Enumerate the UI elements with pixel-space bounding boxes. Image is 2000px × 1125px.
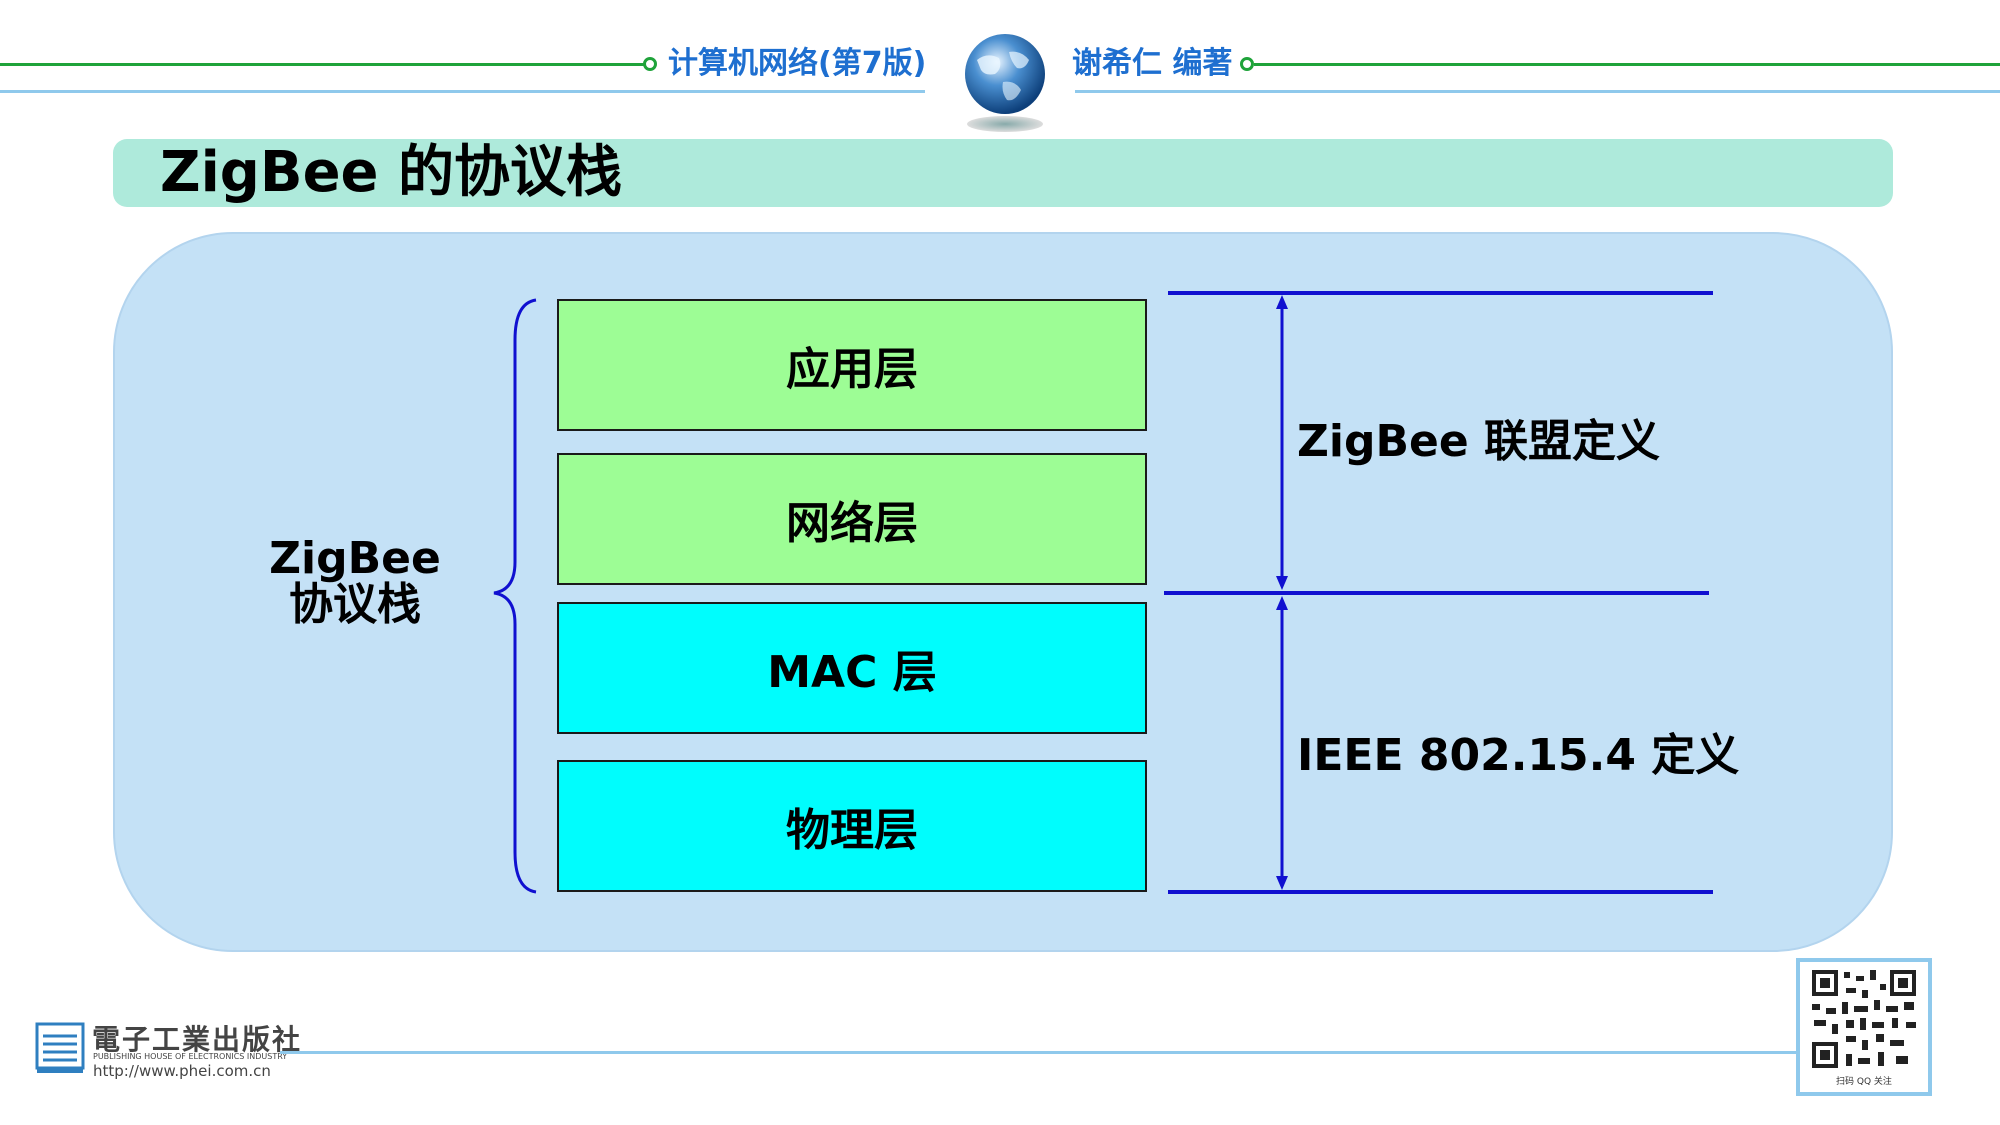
header-ring-left	[643, 57, 657, 71]
header-rule-blue-left	[0, 90, 925, 93]
upper-span-arrow-top	[1276, 295, 1288, 309]
header-rule-green-right	[1254, 63, 2000, 66]
layer-application: 应用层	[557, 299, 1147, 431]
stack-label: ZigBee 协议栈	[240, 536, 470, 628]
title-bar	[113, 139, 1893, 207]
slide-title: ZigBee 的协议栈	[160, 140, 623, 205]
layer-physical: 物理层	[557, 760, 1147, 892]
book-title: 计算机网络(第7版)	[668, 46, 927, 81]
qr-caption: 扫码 QQ 关注	[1836, 1077, 1892, 1087]
stack-brace	[493, 298, 537, 894]
qr-code-icon	[1812, 970, 1916, 1068]
header-rule-green-left	[0, 63, 645, 66]
globe-logo-icon	[955, 30, 1055, 135]
upper-span-arrow-bottom	[1276, 576, 1288, 590]
layer-network: 网络层	[557, 453, 1147, 585]
header-rule-blue-right	[1075, 90, 2000, 93]
upper-definition-label: ZigBee 联盟定义	[1297, 416, 1661, 467]
stack-label-line-1: ZigBee	[269, 533, 441, 584]
footer-rule	[280, 1051, 1800, 1054]
layer-mac: MAC 层	[557, 602, 1147, 734]
qr-code-frame[interactable]: 扫码 QQ 关注	[1796, 958, 1932, 1096]
publisher-name: 電子工業出版社	[92, 1023, 303, 1056]
lower-definition-label: IEEE 802.15.4 定义	[1297, 730, 1740, 781]
author: 谢希仁 编著	[1072, 46, 1233, 81]
publisher-url[interactable]: http://www.phei.com.cn	[93, 1062, 271, 1080]
header-ring-right	[1240, 57, 1254, 71]
publisher-logo-icon	[35, 1022, 85, 1074]
publisher-name-english: PUBLISHING HOUSE OF ELECTRONICS INDUSTRY	[93, 1052, 288, 1061]
stack-label-line-2: 协议栈	[289, 579, 421, 630]
lower-span-arrow-bottom	[1276, 876, 1288, 890]
lower-span-arrow-top	[1276, 596, 1288, 610]
